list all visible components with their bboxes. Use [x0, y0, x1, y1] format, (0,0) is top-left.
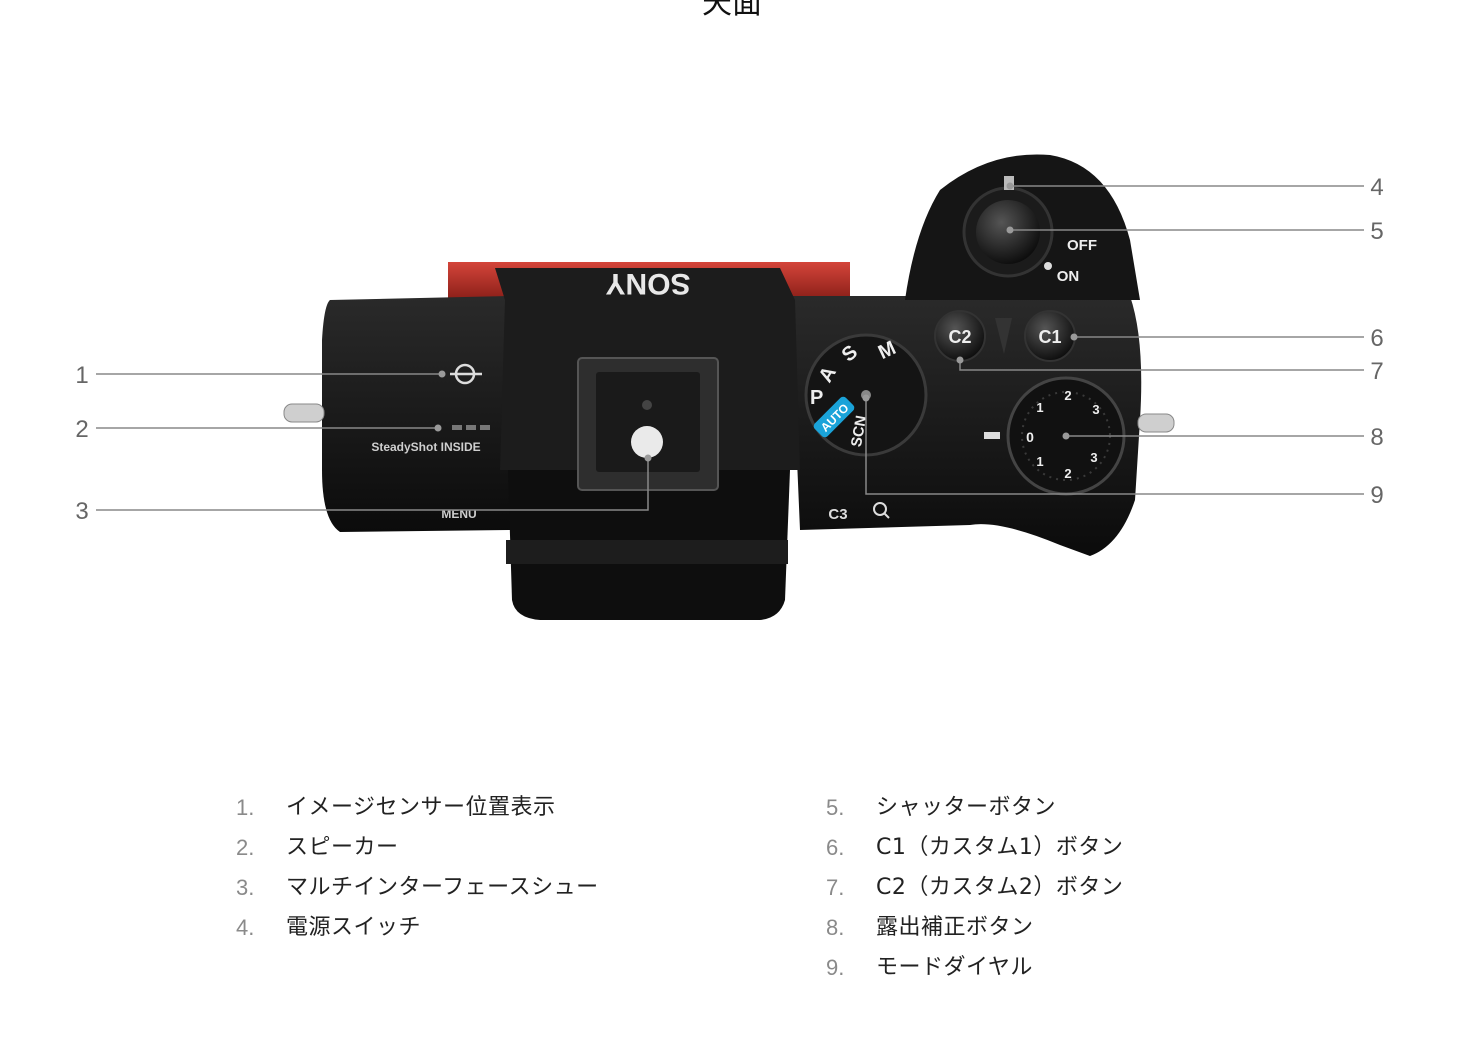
steadyshot-label: SteadyShot INSIDE [371, 440, 480, 454]
legend-right: 5. シャッターボタン 6. C1（カスタム1）ボタン 7. C2（カスタム2）ボタン… [826, 788, 1123, 988]
strap-lug-left [283, 403, 325, 423]
callout-number: 2 [75, 416, 88, 443]
legend-text: イメージセンサー位置表示 [286, 795, 556, 820]
hot-shoe-pin [642, 400, 652, 410]
callout-number: 7 [1370, 358, 1383, 385]
legend-text: C1（カスタム1）ボタン [876, 835, 1124, 860]
callout-number: 3 [75, 498, 88, 525]
legend-item: 8. 露出補正ボタン [826, 908, 1123, 948]
c2-label: C2 [948, 327, 971, 347]
legend-text: シャッターボタン [876, 795, 1057, 820]
c1-label: C1 [1038, 327, 1061, 347]
page-title: 天面 [702, 0, 762, 21]
c3-label: C3 [828, 506, 847, 523]
magnify-icon [873, 502, 887, 516]
power-on-dot [1044, 262, 1052, 270]
callout-number: 1 [75, 362, 88, 389]
auto-badge [813, 396, 855, 438]
ev-label-minus3: 3 [1090, 450, 1097, 465]
legend-item: 3. マルチインターフェースシュー [236, 868, 599, 908]
legend-item: 6. C1（カスタム1）ボタン [826, 828, 1123, 868]
callout-number: 8 [1370, 424, 1383, 451]
ev-label-plus1: 1 [1036, 400, 1043, 415]
power-on-label: ON [1057, 268, 1080, 285]
callout-number: 6 [1370, 325, 1383, 352]
ev-label-0: 0 [1026, 429, 1034, 445]
brand-logo: SONY [605, 267, 690, 300]
legend-number: 9. [826, 955, 845, 980]
legend-number: 4. [236, 915, 255, 940]
legend-text: 露出補正ボタン [876, 915, 1034, 940]
legend-text: スピーカー [286, 835, 399, 860]
legend-item: 5. シャッターボタン [826, 788, 1123, 828]
legend-left: 1.イメージセンサー位置表示 2.スピーカー 3.マルチインターフェースシュー … [236, 788, 599, 948]
legend-number: 6. [826, 835, 845, 860]
power-off-label: OFF [1067, 237, 1097, 254]
camera-body-left [322, 296, 510, 532]
mode-label-p: P [810, 387, 823, 409]
speaker-grille [452, 425, 490, 430]
legend-number: 8. [826, 915, 845, 940]
callout-number: 5 [1370, 218, 1383, 245]
legend-number: 2. [236, 835, 255, 860]
legend-number: 3. [236, 875, 255, 900]
callout-number: 9 [1370, 482, 1383, 509]
ev-label-plus3: 3 [1092, 402, 1099, 417]
callout-lines [96, 185, 1364, 511]
legend-number: 5. [826, 795, 845, 820]
legend-text: 電源スイッチ [286, 915, 422, 940]
ev-label-minus2: 2 [1064, 466, 1071, 481]
menu-label: MENU [441, 507, 476, 521]
mode-label-scn: SCN [848, 414, 870, 448]
hot-shoe-plate [596, 372, 700, 472]
ev-label-plus2: 2 [1064, 388, 1071, 403]
legend-item: 9. モードダイヤル [826, 948, 1123, 988]
strap-lug-right [1137, 413, 1175, 433]
legend-number: 7. [826, 875, 845, 900]
callout-dots [434, 182, 1078, 462]
callout-number: 4 [1370, 174, 1383, 201]
button-divider [995, 318, 1012, 354]
legend-item: 4. 電源スイッチ [236, 908, 599, 948]
legend-item: 2. スピーカー [236, 828, 599, 868]
legend-number: 1. [236, 795, 255, 820]
legend-text: モードダイヤル [876, 955, 1033, 980]
ev-label-minus1: 1 [1036, 454, 1043, 469]
dial-index-mark [984, 432, 1000, 439]
legend-item: 1. イメージセンサー位置表示 [236, 788, 599, 828]
legend-text: C2（カスタム2）ボタン [876, 875, 1124, 900]
hot-shoe-contact [631, 426, 663, 458]
legend-text: マルチインターフェースシュー [286, 875, 599, 900]
eyepiece-band [506, 540, 788, 564]
legend-item: 7. C2（カスタム2）ボタン [826, 868, 1123, 908]
